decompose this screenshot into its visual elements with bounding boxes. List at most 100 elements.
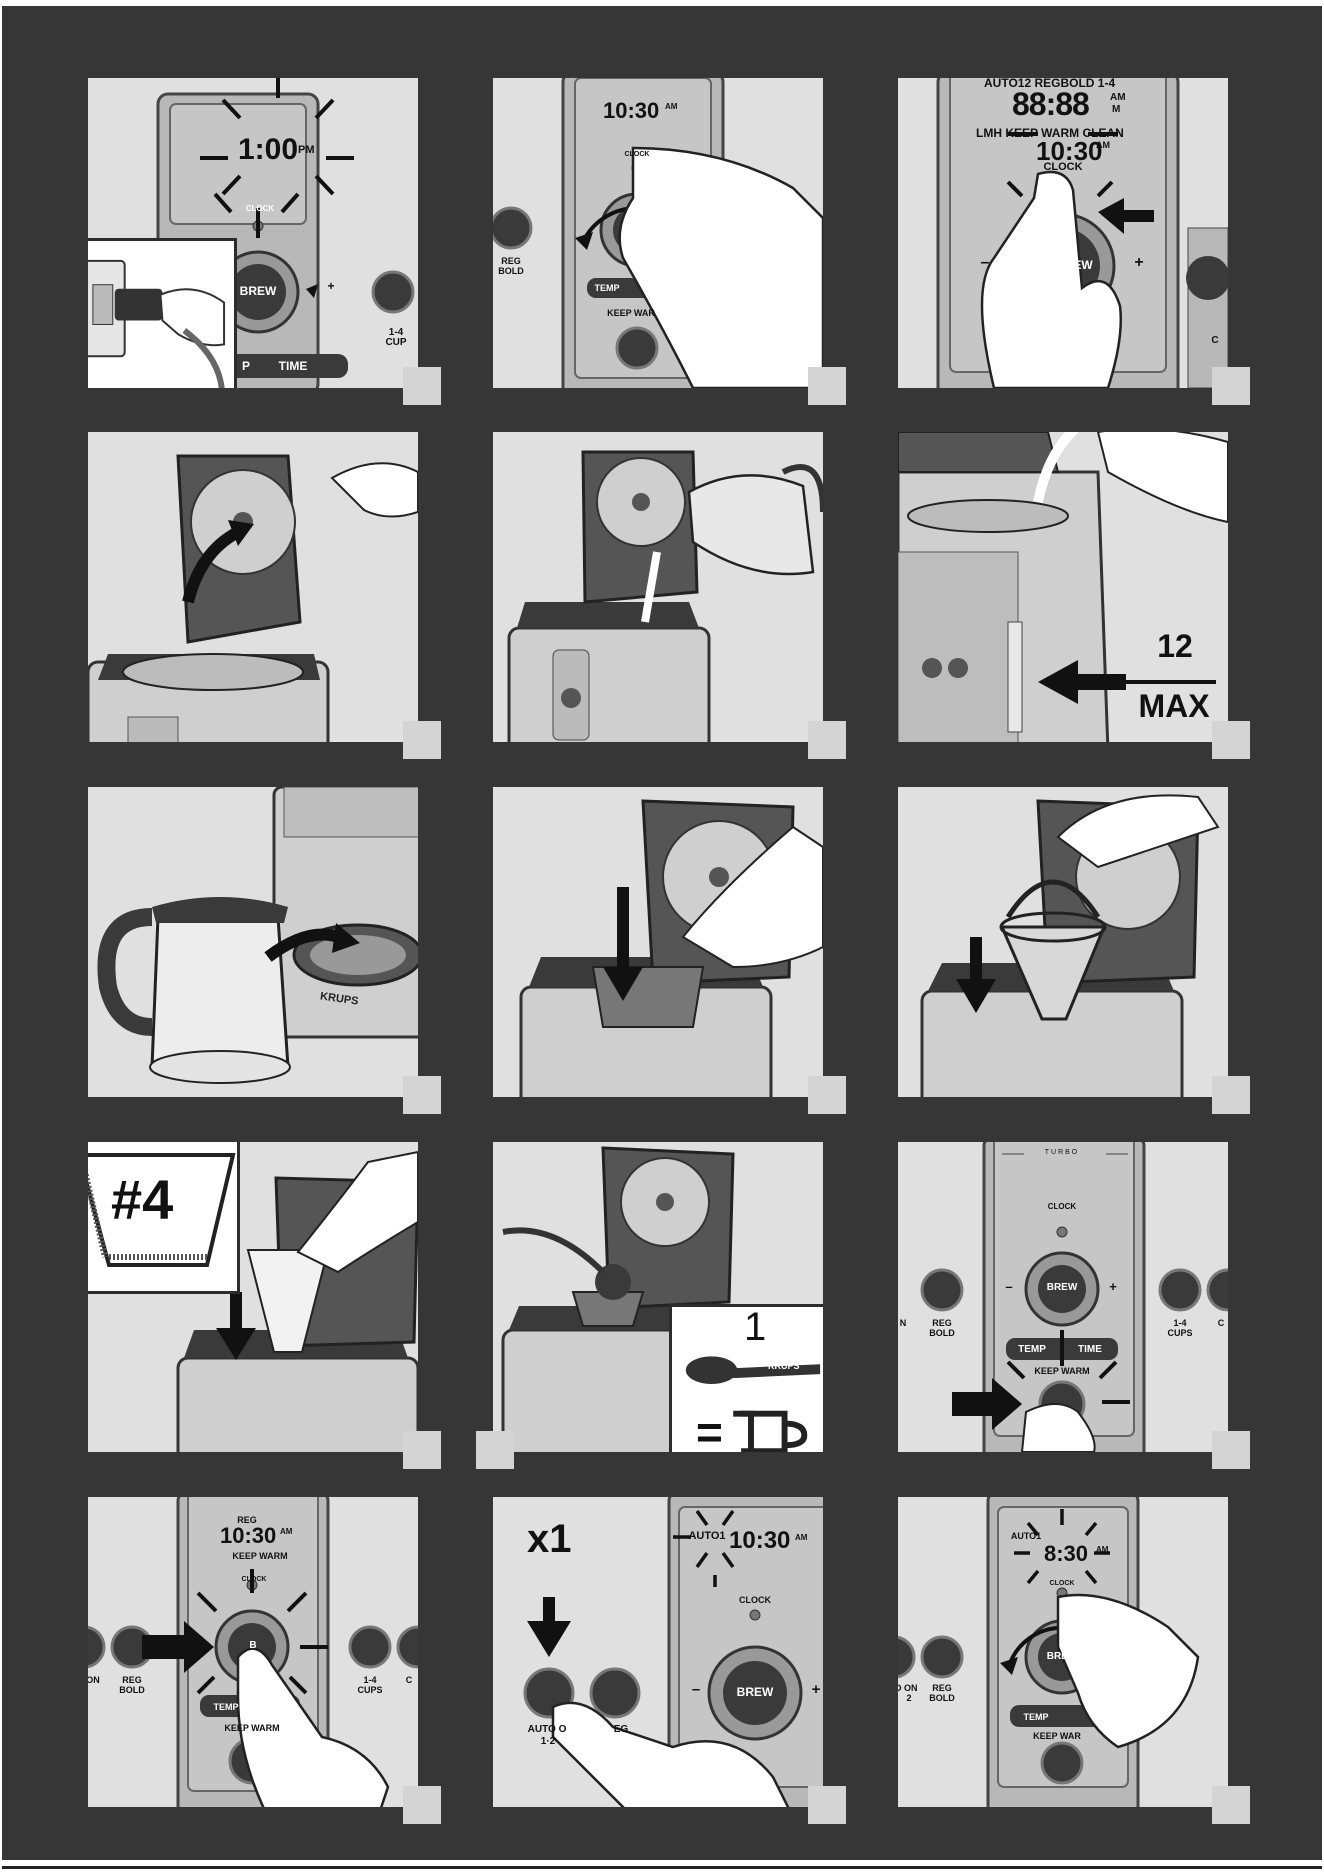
permanent-filter-illustration [898,787,1228,1097]
minus-sign: – [978,258,992,268]
display-meridiem: AM [795,1533,807,1542]
step-panel-12: TURBO CLOCK BREW – + N REG BOLD 1-4 CUPS… [898,1142,1228,1452]
filter-holder-illustration [493,787,823,1097]
clock-label: CLOCK [731,1595,779,1605]
step-panel-5 [493,432,823,742]
clock-label: CLOCK [234,1575,274,1585]
keepwarm-label: KEEP WARM [212,1723,292,1733]
cups-button-label: 1-4 CUPS [1162,1318,1198,1338]
clock-label: CLOCK [617,150,657,160]
plus-sign: + [1106,1282,1120,1292]
clock-label: CLOCK [240,204,280,214]
step-panel-15: AUTO1 8:30 AM CLOCK BREW O ON 2 REG BOLD… [898,1497,1228,1807]
step-number-box [403,1076,441,1114]
cups-button-label: 1-4 CUPS [352,1675,388,1695]
display-auto-label: AUTO1 [687,1531,727,1541]
filter-size-inset: #4 [88,1142,240,1294]
plus-sign: + [809,1685,823,1695]
step-panel-13: REG 10:30 AM KEEP WARM CLOCK B ON REG BO… [88,1497,418,1807]
step-panel-2: 10:30 AM CLOCK BREW REG BOLD TEMP KEEP W… [493,78,823,388]
regbold-button-label: REG BOLD [493,256,531,276]
left-button-label: O ON [898,1683,918,1693]
brew-button-label: BREW [725,1687,785,1697]
step-number-box [403,367,441,405]
temp-button-label: TEMP [1016,1712,1056,1722]
equals-sign: = [696,1405,723,1452]
clock-press-illustration [898,78,1228,388]
display-meridiem: AM [1096,140,1110,150]
temp-button-label: TEMP [206,1702,246,1712]
temp-button-label: TEMP [1012,1345,1052,1355]
step-number-box [476,1431,514,1469]
regbold-button-label: REG BOLD [114,1675,150,1695]
display-time: 10:30 [603,98,659,124]
right-button-letter: C [1214,1318,1228,1328]
brew-button-label: BREW [1038,1283,1086,1293]
right-button-letter: C [1208,336,1222,346]
step-number-box [403,1431,441,1469]
step-number-box [1212,1431,1250,1469]
open-lid-illustration [88,432,418,742]
display-segment-test: 88:88 [1012,86,1089,123]
step-panel-3: AUTO12 REGBOLD 1-4 88:88 AM M LMH KEEP W… [898,78,1228,388]
step-panel-8 [493,787,823,1097]
step-number-box [808,367,846,405]
carafe-placement-illustration [88,787,418,1097]
step-panel-7: KRUPS [88,787,418,1097]
clock-label: CLOCK [1040,1579,1084,1589]
left-button-label: ON [88,1675,100,1685]
display-keepwarm: KEEP WARM [228,1551,292,1561]
temp-button-label: P [236,361,256,371]
reg-button-label: EG [611,1725,631,1735]
display-auto-label: AUTO1 [1006,1531,1046,1541]
scoop-ratio-inset: 1 KRUPS = [669,1304,823,1452]
step-number-box [1212,367,1250,405]
step-number-box [403,1786,441,1824]
keepwarm-label: KEEP WARM [1022,1366,1102,1376]
step-number-box [403,721,441,759]
water-level-number: 12 [1134,628,1216,665]
step-number-box [808,1786,846,1824]
display-time: 10:30 [729,1527,790,1555]
keep-warm-press-illustration [898,1142,1228,1452]
cups-button-label: 1-4 CUP [378,328,414,348]
regbold-button-label: REG BOLD [924,1683,960,1703]
panel-header-label: TURBO [1032,1148,1092,1158]
display-time: 10:30 [220,1523,276,1549]
left-button-label: N [898,1318,910,1328]
brew-button-label: EW [1068,260,1098,270]
left-button-sub: 2 [904,1693,914,1703]
brew-button-label: B [238,1641,268,1651]
step-panel-10: #4 [88,1142,418,1452]
step-number-box [1212,1786,1250,1824]
auto-button-sub: 1·2 [533,1737,563,1747]
regbold-button-label: REG BOLD [924,1318,960,1338]
plug-inset [88,238,237,388]
step-number-box [1212,1076,1250,1114]
plus-sign: + [324,281,338,291]
brew-button-label: BREW [230,286,286,296]
bottom-rule [2,1866,1322,1869]
plus-sign: + [1132,258,1146,268]
press-count: x1 [527,1517,572,1562]
step-panel-11: 1 KRUPS = [493,1142,823,1452]
display-meridiem: AM [1096,1545,1108,1554]
scoop-brand: KRUPS [768,1361,800,1371]
step-panel-6: 12 MAX [898,432,1228,742]
display-meridiem-mid: M [1112,104,1120,115]
step-panel-9 [898,787,1228,1097]
time-button-label: TIME [268,361,318,371]
keepwarm-label: KEEP WAR [1022,1731,1092,1741]
display-time: 1:00 [238,133,298,167]
display-meridiem-top: AM [1110,92,1126,103]
display-meridiem: PM [298,144,315,156]
step-number-box [1212,721,1250,759]
minus-sign: – [1002,1282,1016,1292]
power-plug-icon [88,241,234,388]
step-panel-1: 1:00 PM CLOCK BREW + P TIME 1-4 CUP [88,78,418,388]
filter-size-label: #4 [111,1167,173,1232]
keepwarm-label: KEEP WAR [601,308,661,318]
step-number-box [808,721,846,759]
minus-sign: – [689,1685,703,1695]
pour-water-illustration [493,432,823,742]
